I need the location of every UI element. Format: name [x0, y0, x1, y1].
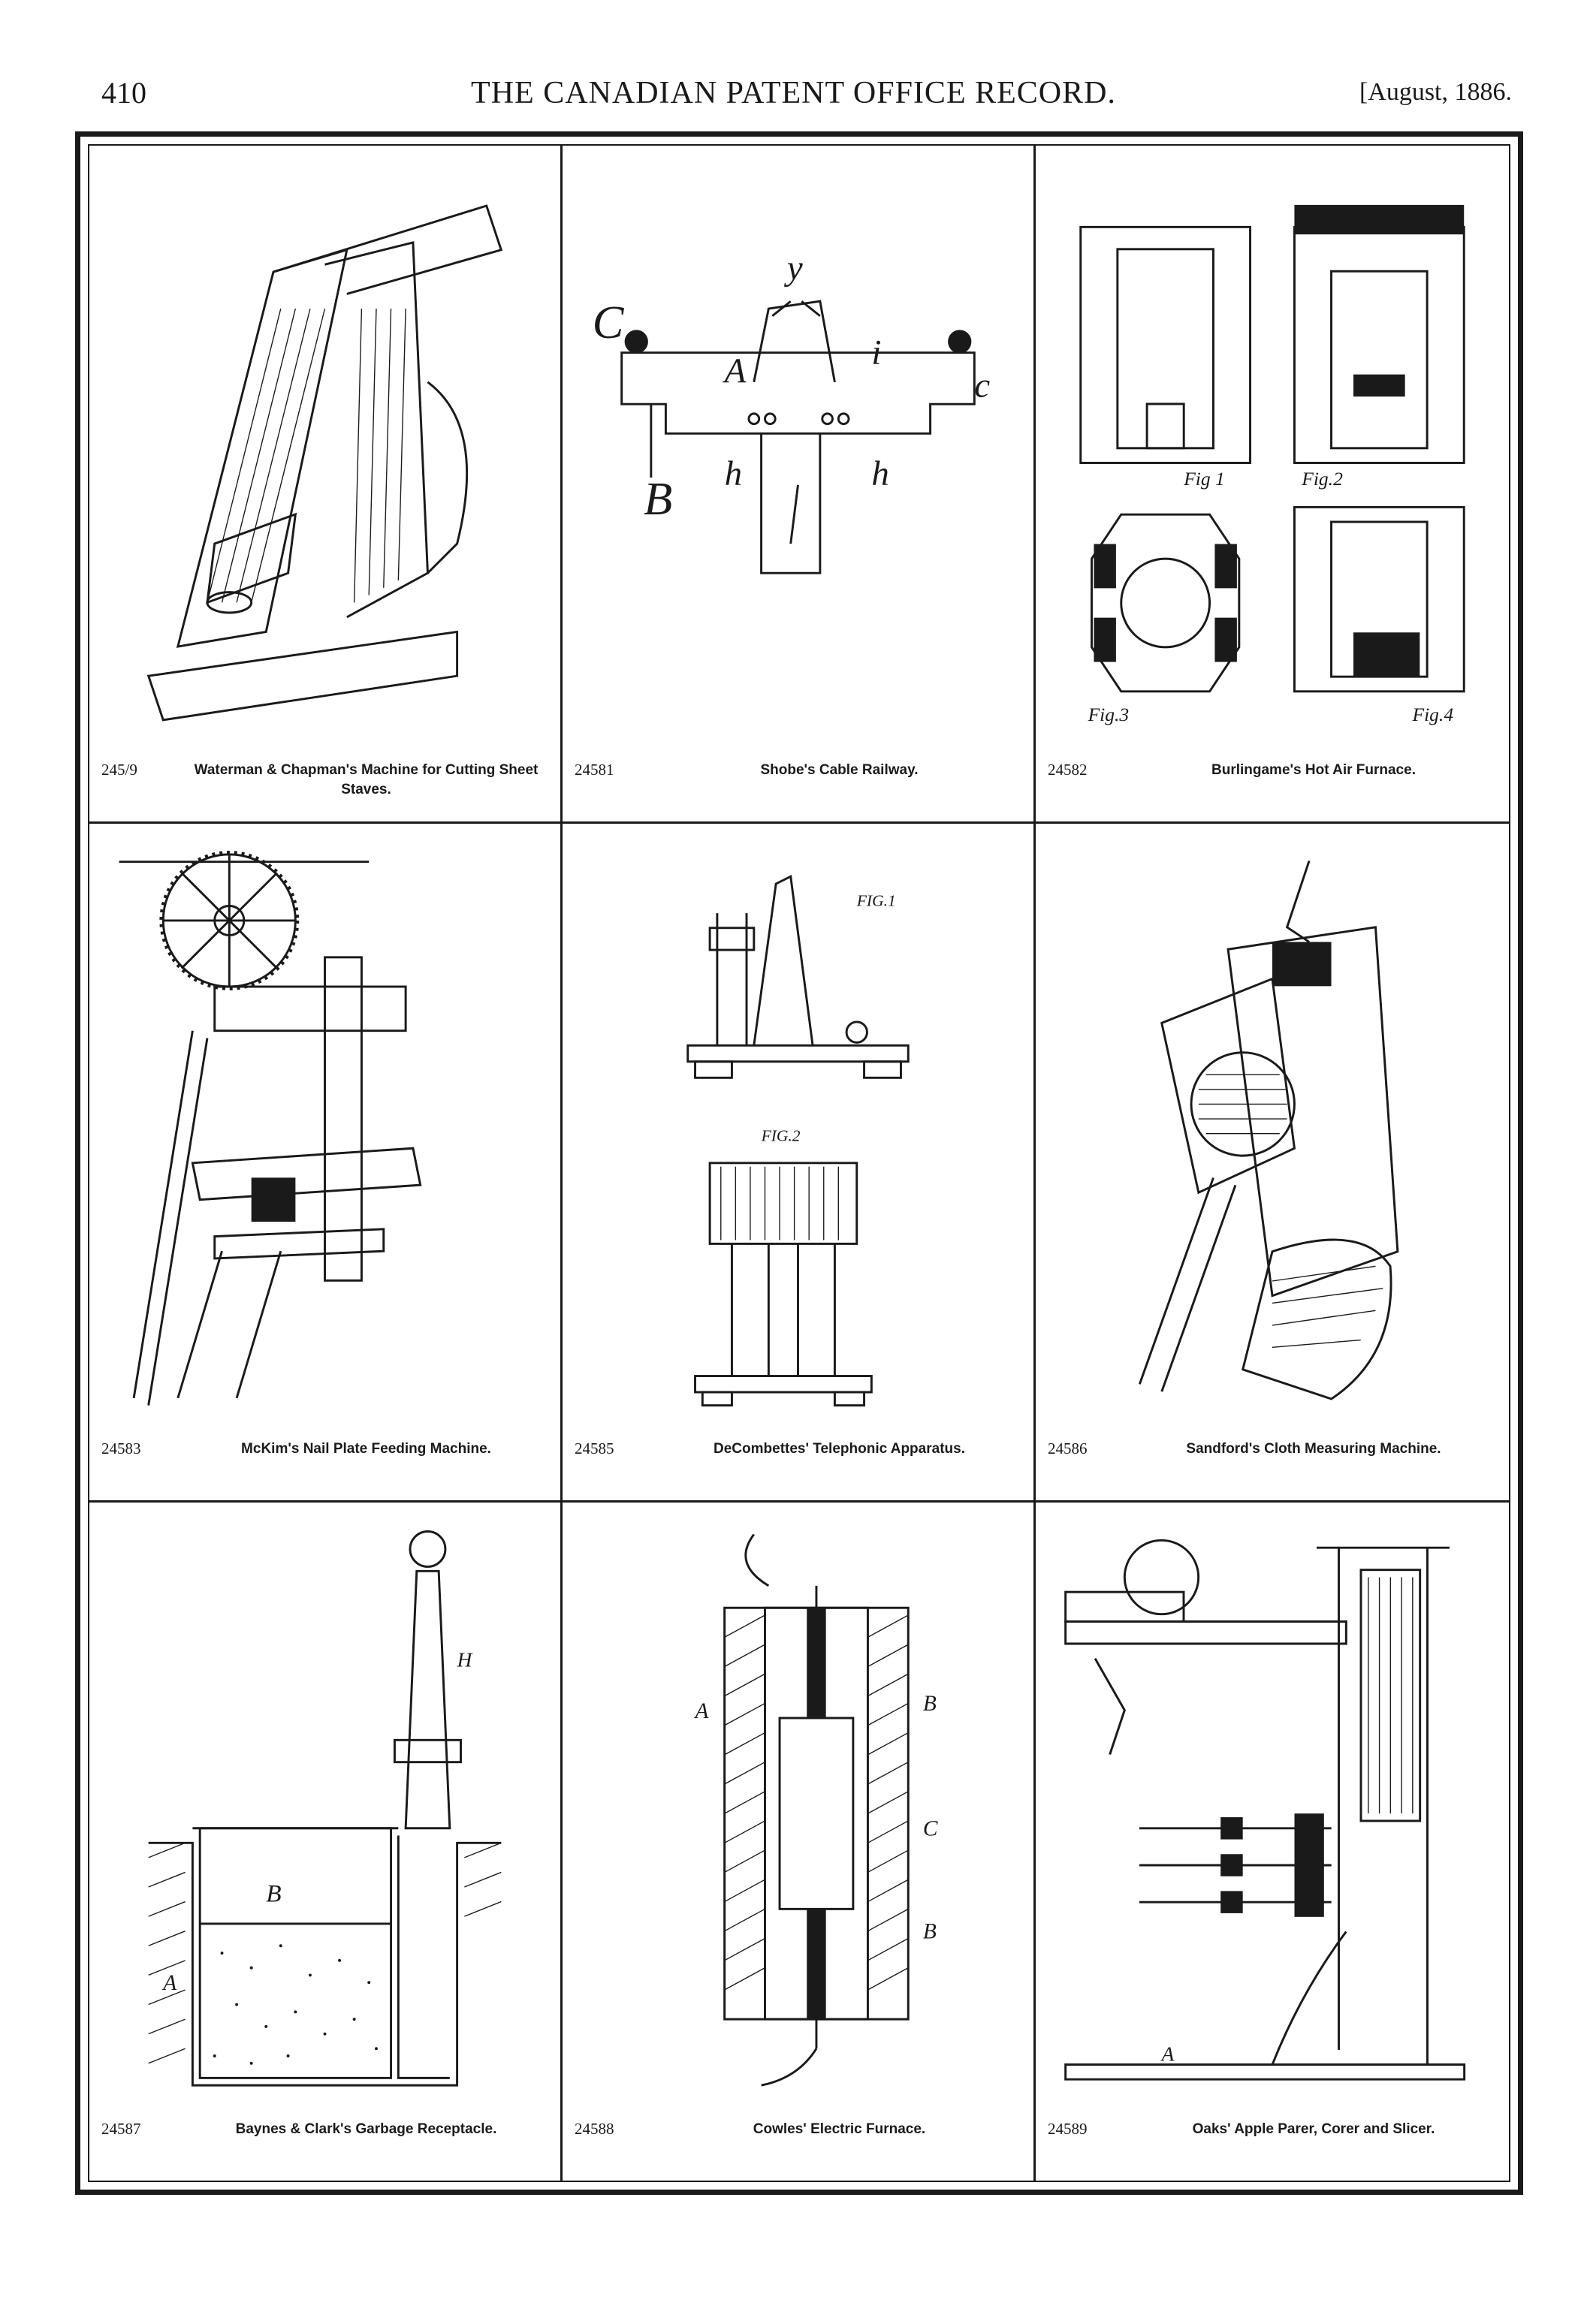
- patent-cell: 24586 Sandford's Cloth Measuring Machine…: [1036, 824, 1509, 1503]
- figure-label: h: [871, 454, 889, 493]
- patent-illustration: [1051, 839, 1494, 1428]
- patent-title: Burlingame's Hot Air Furnace.: [1211, 762, 1416, 779]
- patent-number: 24585: [575, 1439, 614, 1457]
- patent-number: 24586: [1048, 1439, 1088, 1457]
- patent-title: Sandford's Cloth Measuring Machine.: [1186, 1440, 1441, 1457]
- patent-title: Shobe's Cable Railway.: [760, 762, 919, 779]
- patent-title: Cowles' Electric Furnace.: [753, 2121, 926, 2137]
- patent-cell: Fig 1 Fig.2 Fig.3 Fig.4 24582 Burlingame…: [1036, 146, 1509, 824]
- figure-label: A: [723, 351, 747, 390]
- patent-cell: C y A i c B h h 24581 Shobe's Cable Rail…: [563, 146, 1036, 824]
- patent-illustration: [104, 839, 545, 1428]
- patent-cell: A 24589 Oaks' Apple Parer, Corer and Sli…: [1036, 1503, 1509, 2181]
- figure-label: B: [923, 1692, 937, 1716]
- patent-number: 24588: [575, 2119, 614, 2138]
- patent-number: 24582: [1048, 761, 1088, 779]
- page-header: 410 THE CANADIAN PATENT OFFICE RECORD. […: [0, 0, 1587, 128]
- figure-label: FIG.1: [856, 892, 896, 910]
- patent-illustration: B H A: [104, 1518, 545, 2109]
- patent-title: Oaks' Apple Parer, Corer and Slicer.: [1192, 2121, 1435, 2137]
- patent-number: 24589: [1048, 2119, 1088, 2138]
- patent-illustration: A: [1051, 1518, 1494, 2109]
- patent-cell: B H A 24587 Baynes & Clark's Garbage Rec…: [89, 1502, 563, 2181]
- patent-cell: A B C B 24588 Cowles' Electric Furnace.: [563, 1502, 1036, 2181]
- figure-label: c: [974, 366, 990, 405]
- figure-label: B: [923, 1919, 937, 1943]
- figure-label: A: [1160, 2042, 1175, 2065]
- patent-cell: 24583 McKim's Nail Plate Feeding Machine…: [89, 824, 563, 1503]
- patent-title: Baynes & Clark's Garbage Receptacle.: [235, 2121, 497, 2137]
- figure-label: C: [593, 296, 625, 348]
- figure-label: Fig.3: [1088, 704, 1130, 725]
- patent-illustration: A B C B: [578, 1518, 1018, 2109]
- page-number: 410: [101, 76, 146, 110]
- figure-label: C: [923, 1816, 938, 1840]
- patent-illustration: Fig 1 Fig.2 Fig.3 Fig.4: [1051, 161, 1494, 750]
- figure-label: B: [644, 472, 672, 525]
- patent-illustration: FIG.1 FIG.2: [578, 839, 1018, 1428]
- figure-label: i: [871, 333, 881, 372]
- figure-label: y: [784, 249, 803, 288]
- figure-label: Fig.2: [1301, 468, 1343, 490]
- figure-label: h: [725, 454, 742, 493]
- figure-label: A: [694, 1699, 710, 1723]
- patent-illustration: C y A i c B h h: [578, 161, 1018, 750]
- patent-grid: 245/9 Waterman & Chapman's Machine for C…: [89, 146, 1509, 2181]
- figure-label: B: [266, 1879, 281, 1907]
- patent-title: McKim's Nail Plate Feeding Machine.: [241, 1440, 491, 1457]
- patent-number: 245/9: [101, 761, 137, 779]
- patent-cell: 245/9 Waterman & Chapman's Machine for C…: [89, 146, 563, 824]
- patent-number: 24581: [575, 761, 614, 779]
- patent-number: 24587: [101, 2119, 141, 2138]
- patent-number: 24583: [101, 1439, 141, 1457]
- figure-frame: 245/9 Waterman & Chapman's Machine for C…: [75, 131, 1523, 2195]
- patent-cell: FIG.1 FIG.2 24585 DeCombettes' Telephoni…: [563, 824, 1036, 1503]
- patent-title: Waterman & Chapman's Machine for Cutting…: [194, 762, 539, 798]
- patent-title: DeCombettes' Telephonic Apparatus.: [714, 1440, 965, 1457]
- figure-label: Fig.4: [1412, 704, 1454, 725]
- figure-label: FIG.2: [761, 1127, 801, 1145]
- patent-illustration: [104, 161, 545, 750]
- figure-label: H: [457, 1648, 473, 1671]
- figure-label: A: [161, 1971, 177, 1995]
- figure-label: Fig 1: [1183, 468, 1225, 490]
- issue-date: [August, 1886.: [1359, 78, 1512, 106]
- journal-title: THE CANADIAN PATENT OFFICE RECORD.: [471, 76, 1116, 110]
